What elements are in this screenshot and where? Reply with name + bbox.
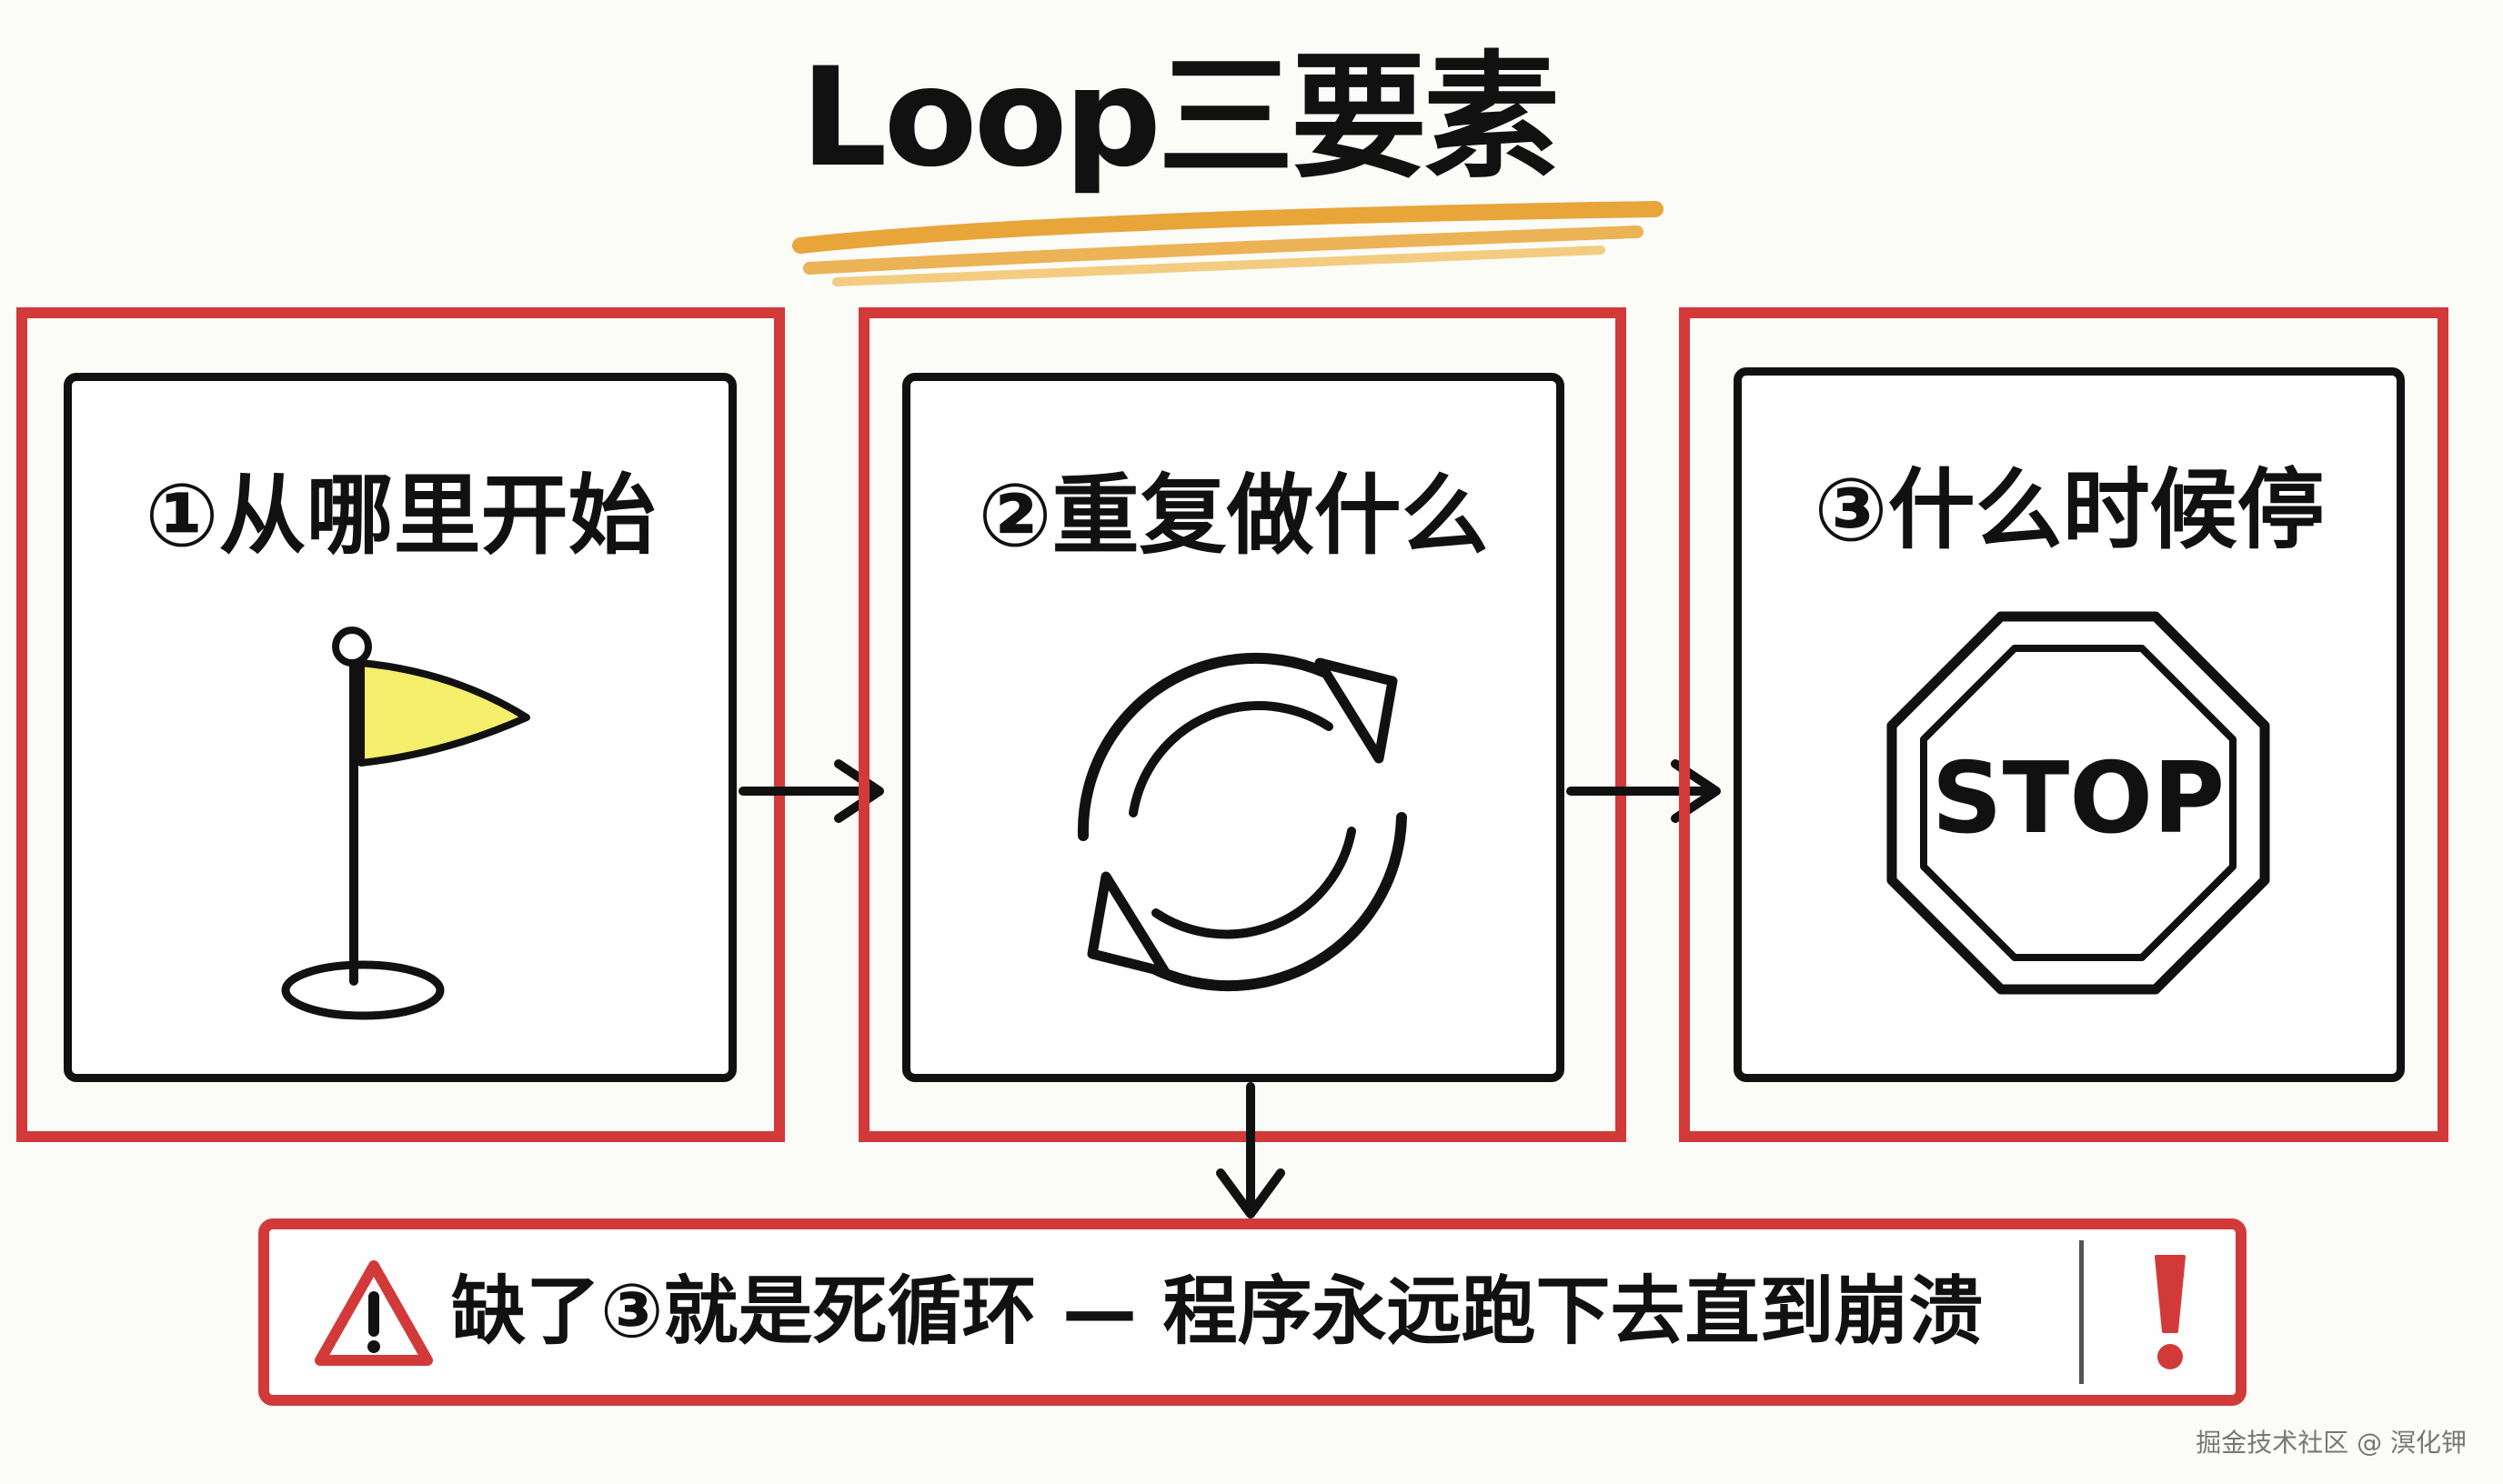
watermark: 掘金技术社区 @ 溟化钾 (2196, 1428, 2467, 1458)
step-3-panel: ③什么时候停 STOP (1734, 367, 2405, 1082)
step-3-frame (1679, 307, 2448, 1142)
warning-triangle-icon (315, 1260, 433, 1366)
step-2-label: ②重复做什么 (978, 465, 1489, 567)
warning-text: 缺了③就是死循环 — 程序永远跑下去直到崩溃 (451, 1268, 1984, 1355)
step-2-frame (859, 307, 1626, 1142)
exclamation-icon (2155, 1255, 2186, 1369)
warning-bar: 缺了③就是死循环 — 程序永远跑下去直到崩溃 (258, 1218, 2247, 1406)
title-underline (792, 201, 1664, 286)
cycle-arrows-icon (1077, 652, 1407, 992)
stop-sign-icon: STOP (1886, 611, 2270, 995)
stop-sign-text: STOP (1932, 742, 2225, 856)
warning-divider (2079, 1240, 2084, 1384)
arrow-right-icon (739, 759, 884, 823)
flag-icon (281, 627, 530, 1020)
step-3-label: ③什么时候停 (1814, 459, 2325, 561)
step-1-panel: ①从哪里开始 (64, 373, 737, 1082)
step-1-frame (16, 307, 785, 1142)
arrow-down-icon (1216, 1082, 1285, 1218)
step-2-panel: ②重复做什么 (902, 373, 1564, 1082)
diagram-title: Loop三要素 (800, 39, 1560, 197)
step-1-label: ①从哪里开始 (145, 465, 656, 567)
